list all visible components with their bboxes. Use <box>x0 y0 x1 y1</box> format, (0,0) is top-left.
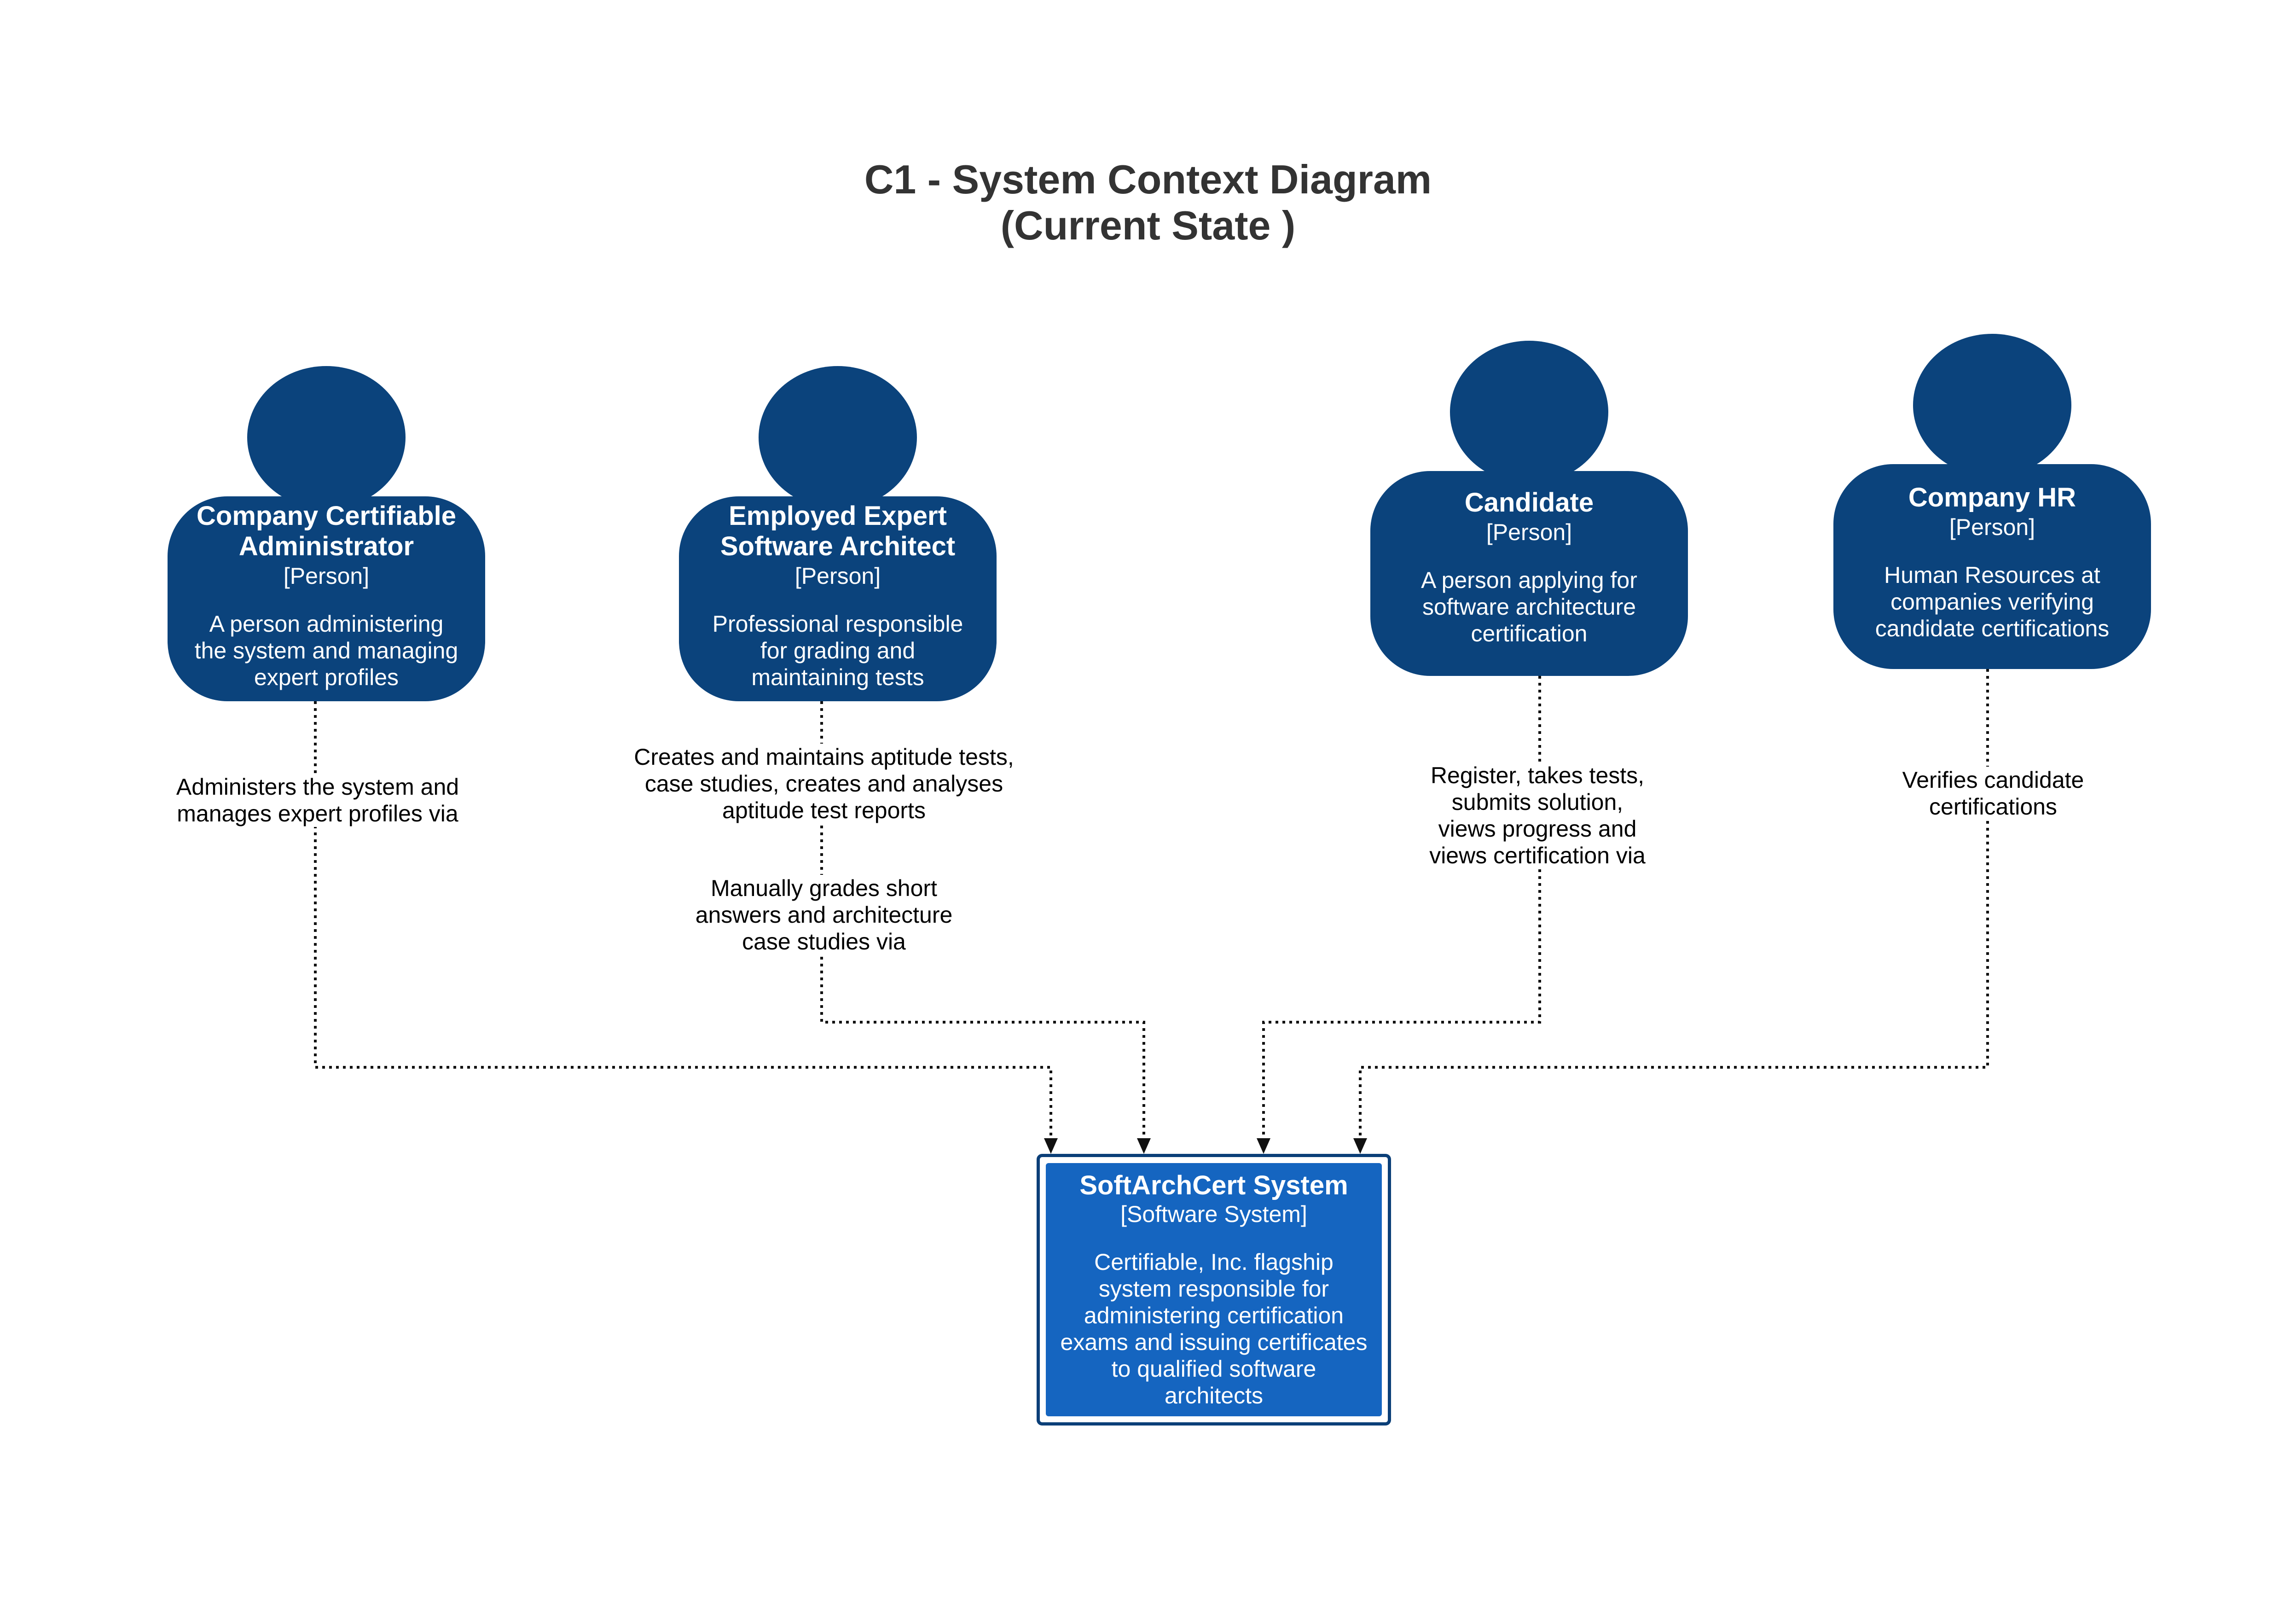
system-name: SoftArchCert System <box>1079 1170 1348 1200</box>
person-type: [Person] <box>283 563 370 589</box>
arrowhead-icon <box>1257 1138 1270 1154</box>
person-head-icon <box>247 366 406 509</box>
person-type: [Person] <box>1486 519 1572 545</box>
arrowhead-icon <box>1044 1138 1058 1154</box>
person-name-line1: Company Certifiable <box>197 501 456 531</box>
person-description: A person administering the system and ma… <box>168 611 485 691</box>
person-description-line1: A person applying for <box>1421 567 1637 593</box>
person-description-line1: Professional responsible <box>712 611 963 637</box>
person-body: Company Certifiable Administrator [Perso… <box>168 496 485 701</box>
person-body: Company HR [Person] Human Resources at c… <box>1833 464 2151 669</box>
relationship-label-admin: Administers the system and manages exper… <box>152 774 483 827</box>
connector-admin-to-system <box>314 701 1052 1138</box>
person-description-line2: for grading and <box>760 638 916 663</box>
connector-candidate-to-system <box>1262 676 1541 1138</box>
relationship-label-architect-tests: Creates and maintains aptitude tests, ca… <box>594 744 1054 824</box>
arrowhead-icon <box>1353 1138 1367 1154</box>
person-description-line2: software architecture <box>1422 594 1636 620</box>
person-description: Professional responsible for grading and… <box>679 611 997 691</box>
diagram-title: C1 - System Context Diagram <box>864 157 1432 202</box>
person-description-line3: expert profiles <box>254 664 399 690</box>
person-head-icon <box>759 366 917 509</box>
system-description: Certifiable, Inc. flagship system respon… <box>1060 1249 1368 1408</box>
diagram-subtitle: (Current State ) <box>1000 203 1296 248</box>
person-description-line2: the system and managing <box>194 638 458 663</box>
person-name-line1: Employed Expert <box>729 501 947 531</box>
person-description-line3: candidate certifications <box>1875 616 2110 641</box>
person-head-icon <box>1450 341 1608 483</box>
person-name-line2: Administrator <box>238 531 414 561</box>
person-description-line3: maintaining tests <box>751 664 924 690</box>
person-type: [Person] <box>1949 514 2035 540</box>
person-description: A person applying for software architect… <box>1370 567 1688 647</box>
person-name: Company HR <box>1908 483 2076 512</box>
person-type: [Person] <box>794 563 881 589</box>
person-description-line2: companies verifying <box>1890 589 2094 615</box>
software-system-softarchcert[interactable]: SoftArchCert System [Software System] Ce… <box>1046 1163 1382 1416</box>
person-body: Candidate [Person] A person applying for… <box>1370 471 1688 676</box>
person-description-line1: Human Resources at <box>1884 562 2100 588</box>
relationship-label-candidate: Register, takes tests, submits solution,… <box>1404 762 1671 869</box>
person-description: Human Resources at companies verifying c… <box>1833 562 2151 642</box>
relationship-label-hr: Verifies candidate certifications <box>1864 767 2122 820</box>
person-description-line1: A person administering <box>209 611 444 637</box>
relationship-label-architect-grading: Manually grades short answers and archit… <box>672 875 976 955</box>
person-head-icon <box>1913 334 2071 477</box>
system-type: [Software System] <box>1120 1201 1307 1227</box>
connector-hr-to-system <box>1359 669 1989 1138</box>
person-name-line2: Software Architect <box>720 531 956 561</box>
person-body: Employed Expert Software Architect [Pers… <box>679 496 997 701</box>
connector-architect-to-system <box>820 701 1145 1138</box>
arrowhead-icon <box>1137 1138 1151 1154</box>
person-name: Candidate <box>1464 488 1594 518</box>
person-description-line3: certification <box>1471 621 1588 646</box>
